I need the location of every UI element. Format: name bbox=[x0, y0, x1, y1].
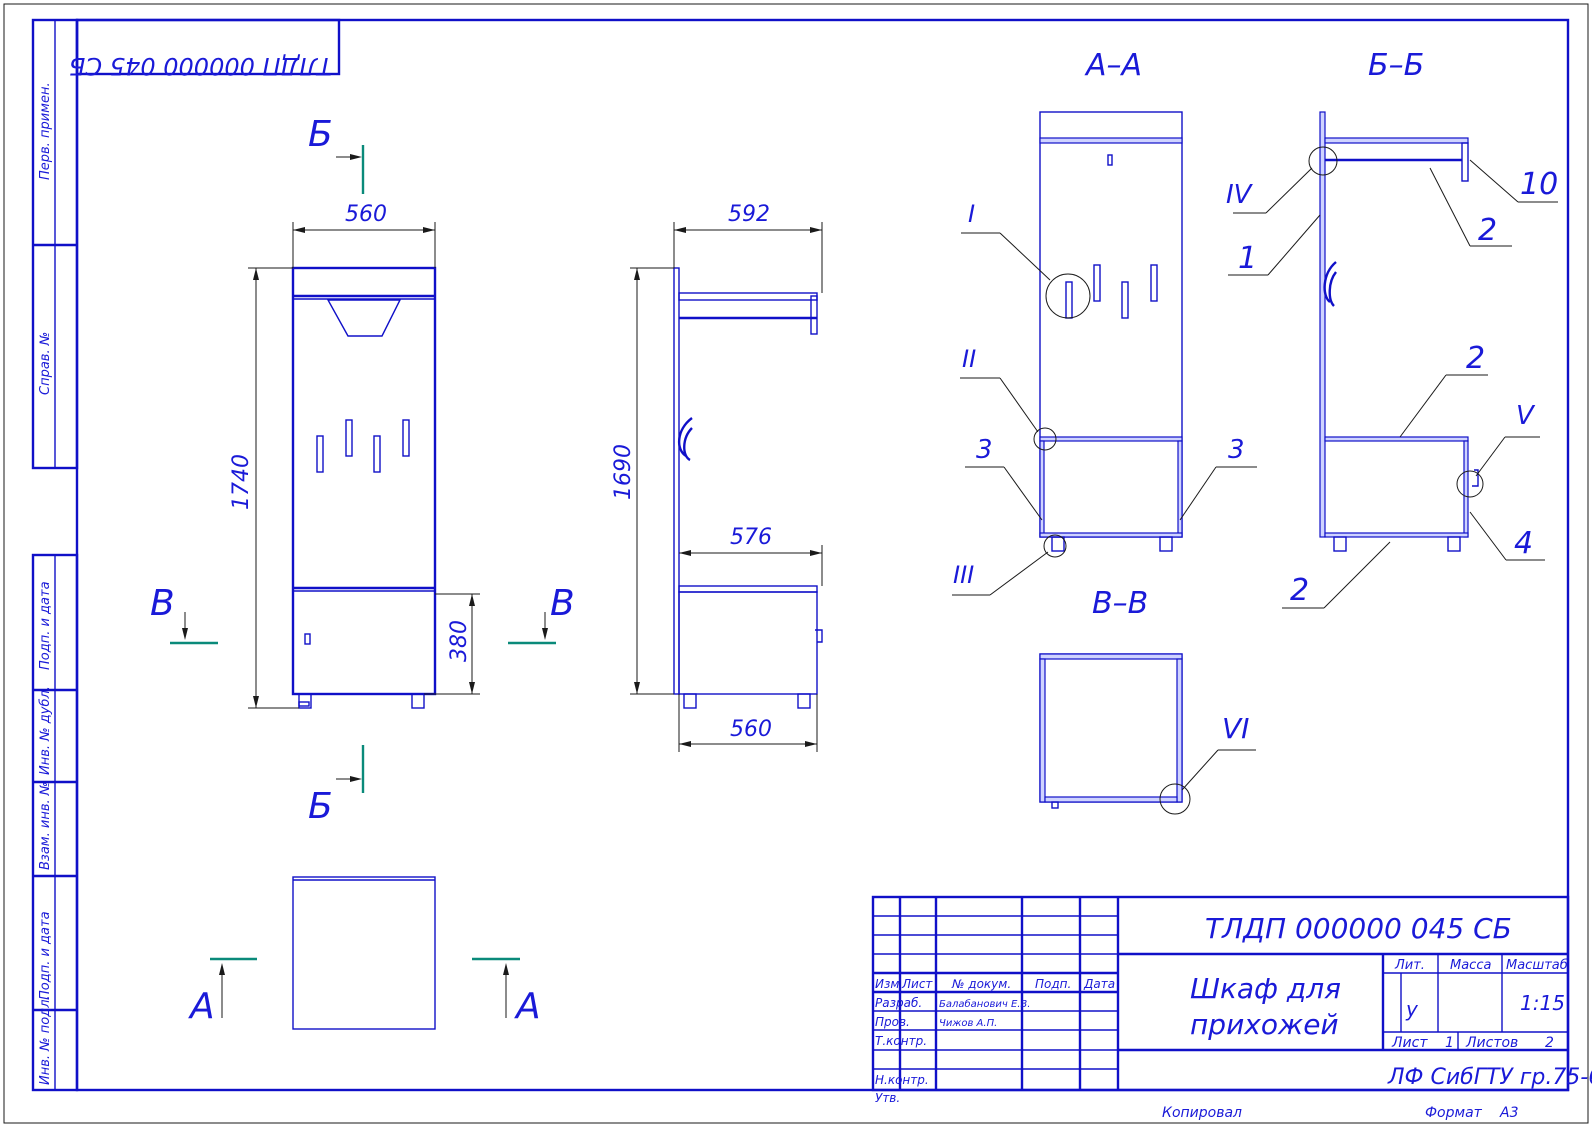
part-bb-10: 10 bbox=[1520, 167, 1558, 202]
front-dim-lower: 380 bbox=[447, 620, 472, 662]
tb-row-razrab: Разраб. bbox=[875, 996, 922, 1010]
title-block: Изм Лист № докум. Подп. Дата Разраб. Про… bbox=[871, 895, 1592, 1105]
side-dim-mid: 576 bbox=[730, 525, 772, 550]
section-v-v: В–В VI bbox=[1039, 586, 1256, 815]
tb-name-line1: Шкаф для bbox=[1190, 972, 1341, 1005]
callout-IV: IV bbox=[1226, 180, 1254, 210]
cut-label-a-left: А bbox=[188, 986, 215, 1027]
handle-icon bbox=[304, 633, 311, 645]
side-view: 592 1690 576 560 bbox=[611, 202, 823, 752]
hook-icon bbox=[316, 435, 324, 473]
part-aa-right: 3 bbox=[1228, 435, 1245, 465]
tb-sheet-label: Лист bbox=[1391, 1035, 1428, 1051]
tb-row-tkontr: Т.контр. bbox=[875, 1034, 927, 1048]
section-b-b: Б–Б IV V 10 2 1 2 4 2 bbox=[1226, 48, 1558, 609]
tb-row-nkontr: Н.контр. bbox=[875, 1073, 929, 1087]
detail-circle bbox=[1045, 273, 1091, 319]
footer-kopiroval: Копировал bbox=[1162, 1105, 1242, 1121]
cut-label-v-right: В bbox=[550, 583, 575, 624]
part-bb-2-mid: 2 bbox=[1466, 341, 1485, 376]
side-dim-bottom: 560 bbox=[730, 717, 772, 742]
tb-row-prov: Пров. bbox=[875, 1015, 910, 1029]
coat-hook-icon bbox=[1323, 261, 1337, 307]
front-dim-height: 1740 bbox=[229, 454, 254, 510]
callout-II: II bbox=[962, 345, 976, 373]
detail-circle bbox=[1043, 534, 1067, 558]
plan-view: А А bbox=[188, 876, 541, 1030]
tb-col-list: Лист bbox=[901, 977, 933, 991]
tb-org: ЛФ СибГТУ гр.75-6 bbox=[1387, 1065, 1592, 1090]
part-bb-2-lower: 2 bbox=[1290, 573, 1309, 608]
callout-VI: VI bbox=[1222, 712, 1249, 745]
tb-col-dokum: № докум. bbox=[951, 977, 1011, 991]
hook-icon bbox=[402, 419, 410, 457]
cut-label-b-bottom: Б bbox=[308, 786, 333, 827]
tb-doc-code: ТЛДП 000000 045 СБ bbox=[1205, 912, 1512, 945]
tb-massa-label: Масса bbox=[1450, 958, 1491, 973]
part-aa-left: 3 bbox=[976, 435, 993, 465]
tb-scale-value: 1:15 bbox=[1520, 991, 1565, 1015]
side-dim-top: 592 bbox=[728, 202, 770, 227]
detail-circle bbox=[1308, 146, 1338, 176]
section-a-a: А–А I II III 3 3 bbox=[952, 48, 1257, 596]
tb-col-izm: Изм bbox=[875, 977, 899, 991]
tb-razrab-name: Балабанович Е.В. bbox=[939, 998, 1030, 1010]
tb-row-utv: Утв. bbox=[875, 1091, 900, 1105]
side-label-podp-data-2: Подп. и дата bbox=[38, 911, 53, 1000]
callout-V: V bbox=[1516, 401, 1536, 431]
detail-circle bbox=[1159, 783, 1191, 815]
side-label-podp-data-1: Подп. и дата bbox=[38, 581, 53, 670]
callout-III: III bbox=[953, 561, 974, 589]
front-dim-width: 560 bbox=[345, 202, 387, 227]
side-dim-height: 1690 bbox=[611, 444, 636, 500]
cut-label-a-right: А bbox=[514, 986, 541, 1027]
tb-masshtab-label: Масштаб bbox=[1506, 958, 1568, 973]
detail-circle bbox=[1456, 470, 1484, 498]
cut-label-b-top: Б bbox=[308, 114, 333, 155]
tb-col-data: Дата bbox=[1083, 977, 1115, 991]
side-label-sprav-no: Справ. № bbox=[38, 332, 53, 395]
mirrored-stamp-text: ТЛДП 000000 045 СБ bbox=[69, 52, 332, 80]
tb-sheets-value: 2 bbox=[1545, 1035, 1554, 1051]
side-strip: Перв. примен. Справ. № Подп. и дата Инв.… bbox=[31, 18, 79, 1092]
detail-circle bbox=[1033, 427, 1057, 451]
part-bb-4: 4 bbox=[1514, 526, 1533, 561]
side-label-vzam-inv: Взам. инв. № bbox=[38, 782, 53, 870]
cut-label-v-left: В bbox=[150, 583, 175, 624]
callout-I: I bbox=[968, 200, 975, 228]
front-view: 560 1740 380 Б Б В В bbox=[150, 114, 575, 827]
hook-icon bbox=[1065, 281, 1073, 319]
tb-sheet-value: 1 bbox=[1445, 1035, 1454, 1051]
tb-prov-name: Чижов А.П. bbox=[939, 1018, 997, 1029]
part-bb-1: 1 bbox=[1238, 241, 1257, 276]
tb-col-podp: Подп. bbox=[1035, 977, 1071, 991]
tb-lit-value: у bbox=[1405, 997, 1419, 1021]
coat-hook-icon bbox=[678, 417, 693, 462]
tb-lit-label: Лит. bbox=[1394, 958, 1425, 973]
section-vv-title: В–В bbox=[1092, 586, 1148, 621]
hook-icon bbox=[345, 419, 353, 457]
part-bb-2-upper: 2 bbox=[1478, 213, 1497, 248]
footer-format-label: Формат bbox=[1425, 1105, 1483, 1121]
hook-icon bbox=[1093, 264, 1101, 302]
section-bb-title: Б–Б bbox=[1368, 48, 1424, 83]
footer-format-value: А3 bbox=[1499, 1105, 1518, 1121]
hook-icon bbox=[373, 435, 381, 473]
mirrored-stamp: ТЛДП 000000 045 СБ bbox=[69, 18, 341, 80]
trim-frame bbox=[3, 3, 1589, 1124]
hook-icon bbox=[1121, 281, 1129, 319]
side-label-inv-dubl: Инв. № дубл. bbox=[38, 686, 53, 775]
side-label-inv-podl: Инв. № подл. bbox=[38, 995, 53, 1085]
section-aa-title: А–А bbox=[1084, 48, 1142, 83]
tb-name-line2: прихожей bbox=[1190, 1008, 1339, 1041]
tb-sheets-label: Листов bbox=[1465, 1035, 1518, 1051]
hook-icon bbox=[1150, 264, 1158, 302]
side-label-perv-primen: Перв. примен. bbox=[38, 82, 53, 180]
